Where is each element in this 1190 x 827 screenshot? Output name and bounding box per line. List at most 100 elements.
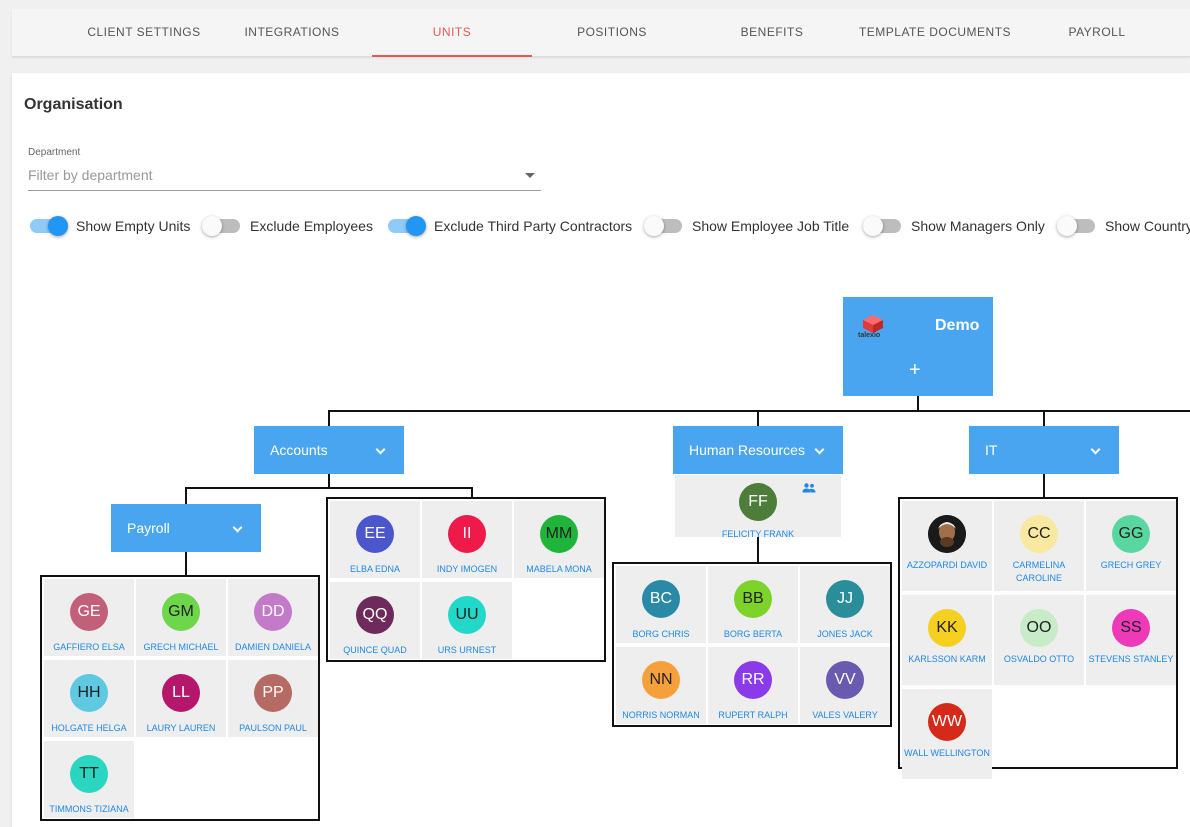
avatar: HH (70, 674, 108, 712)
connector-line (917, 396, 919, 411)
tab-client-settings[interactable]: CLIENT SETTINGS (87, 25, 201, 39)
avatar: JJ (826, 580, 864, 618)
unit-label: Accounts (270, 442, 328, 458)
employee-name: GRECH GREY (1100, 560, 1162, 570)
employee-card[interactable]: WW WALL WELLINGTON (902, 689, 992, 779)
employee-card[interactable]: DD DAMIEN DANIELA (228, 579, 318, 656)
toggle-exclude-third-party-contractors[interactable]: Exclude Third Party Contractors (388, 214, 632, 238)
avatar: GM (162, 593, 200, 631)
toggle-show-empty-units[interactable]: Show Empty Units (30, 214, 190, 238)
tab-benefits[interactable]: BENEFITS (740, 25, 804, 39)
tab-integrations[interactable]: INTEGRATIONS (244, 25, 340, 39)
root-unit-title: Demo (935, 317, 980, 334)
avatar: SS (1112, 609, 1150, 647)
toggle-exclude-employees[interactable]: Exclude Employees (202, 214, 373, 238)
employee-card[interactable]: AZZOPARDI DAVID (902, 501, 992, 591)
employee-name: PAULSON PAUL (239, 723, 307, 733)
switch-track (644, 216, 682, 236)
switch-track (30, 216, 68, 236)
add-unit-button[interactable]: + (909, 359, 921, 381)
employee-name: AZZOPARDI DAVID (906, 560, 988, 570)
avatar: LL (162, 674, 200, 712)
avatar: WW (928, 703, 966, 741)
manager-card[interactable]: FF FELICITY FRANK (675, 475, 841, 539)
employee-name: JONES JACK (817, 629, 873, 639)
avatar: EE (356, 515, 394, 553)
tab-template-documents[interactable]: TEMPLATE DOCUMENTS (858, 25, 1012, 39)
unit-human-resources[interactable]: Human Resources (673, 426, 843, 474)
switch-knob (644, 216, 664, 236)
toggle-show-employee-job-title[interactable]: Show Employee Job Title (644, 214, 850, 238)
unit-payroll[interactable]: Payroll (111, 504, 261, 552)
root-unit-demo[interactable]: talexio Demo + (843, 297, 993, 396)
dropdown-caret-icon (525, 173, 535, 178)
chevron-down-icon[interactable] (232, 522, 243, 533)
unit-label: Human Resources (689, 442, 805, 458)
department-filter-select[interactable]: Filter by department (28, 164, 541, 191)
unit-it[interactable]: IT (969, 426, 1119, 474)
connector-line (757, 537, 759, 562)
avatar: DD (254, 593, 292, 631)
tab-bar: CLIENT SETTINGS INTEGRATIONS UNITS POSIT… (12, 9, 1190, 57)
tab-units[interactable]: UNITS (372, 9, 532, 57)
switch-knob (48, 216, 68, 236)
connector-line (328, 410, 330, 426)
avatar: MM (540, 515, 578, 553)
unit-accounts[interactable]: Accounts (254, 426, 404, 474)
employee-name: HOLGATE HELGA (51, 723, 127, 733)
connector-line (185, 552, 187, 575)
chevron-down-icon[interactable] (1090, 444, 1101, 455)
employee-name: WALL WELLINGTON (904, 748, 990, 758)
connector-line (1043, 474, 1045, 497)
employee-name: INDY IMOGEN (436, 564, 498, 574)
department-placeholder: Filter by department (28, 167, 153, 183)
tab-payroll[interactable]: PAYROLL (1068, 25, 1126, 39)
employee-card[interactable]: JJ JONES JACK (800, 566, 890, 643)
employee-name: CARMELINA CAROLINE (1012, 560, 1066, 583)
toggle-show-managers-only[interactable]: Show Managers Only (863, 214, 1045, 238)
chevron-down-icon[interactable] (814, 444, 825, 455)
employee-card[interactable]: CC CARMELINA CAROLINE (994, 501, 1084, 591)
connector-line (1043, 410, 1045, 426)
switch-knob (1057, 216, 1077, 236)
employee-card[interactable]: HH HOLGATE HELGA (44, 660, 134, 737)
toggle-show-country[interactable]: Show Country (1057, 214, 1190, 238)
avatar: GE (70, 593, 108, 631)
avatar: CC (1020, 515, 1058, 553)
employee-name: KARLSSON KARM (908, 654, 986, 664)
tab-positions[interactable]: POSITIONS (577, 25, 647, 39)
toggle-label: Exclude Employees (250, 218, 373, 234)
switch-knob (863, 216, 883, 236)
employee-name: FELICITY FRANK (721, 529, 795, 539)
unit-label: Payroll (127, 520, 170, 536)
avatar: BC (642, 580, 680, 618)
toggle-label: Show Employee Job Title (692, 218, 850, 234)
connector-line (328, 474, 330, 488)
toggle-label: Show Country (1105, 218, 1190, 234)
employee-name: DAMIEN DANIELA (234, 642, 312, 652)
avatar: BB (734, 580, 772, 618)
employee-name: URS URNEST (437, 645, 497, 655)
chevron-down-icon[interactable] (375, 444, 386, 455)
